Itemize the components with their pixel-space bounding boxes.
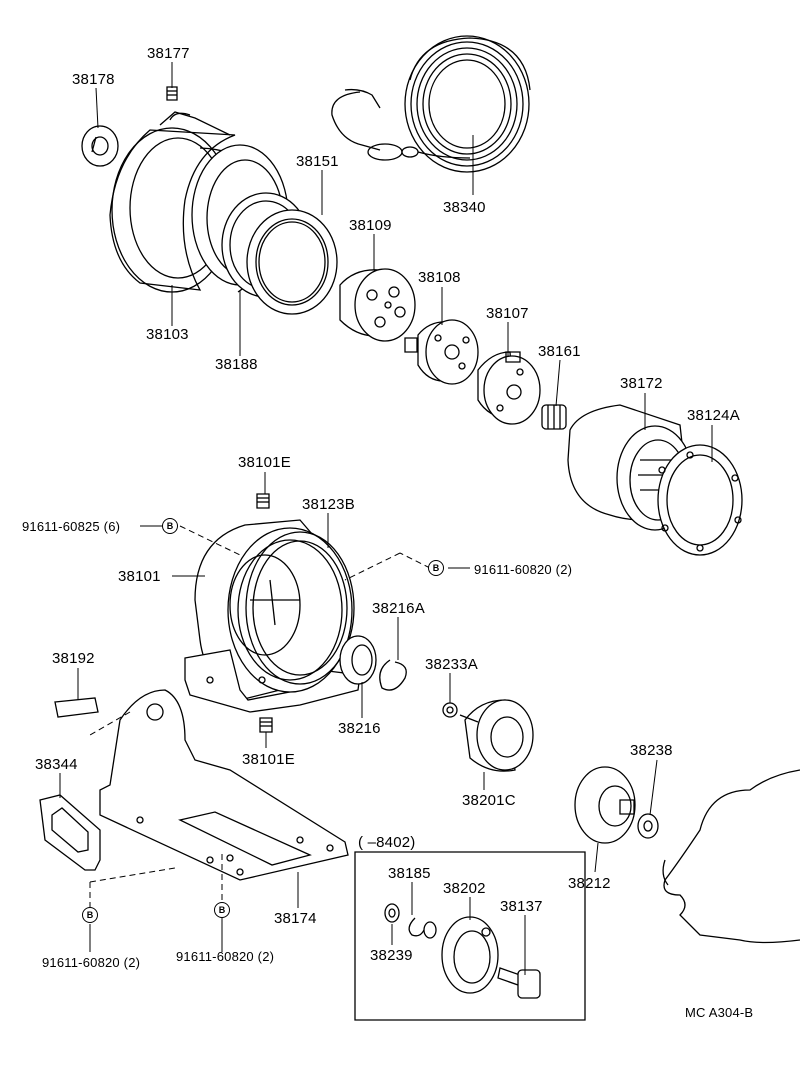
bolt-marker-b2: B	[428, 560, 444, 576]
part-38239-ring	[385, 904, 399, 922]
part-38107-gear	[478, 352, 540, 424]
label-38123B: 38123B	[302, 496, 355, 513]
part-38216A-snap-ring	[380, 660, 406, 690]
label-38239: 38239	[370, 947, 413, 964]
part-38238-ring	[638, 814, 658, 838]
label-38101E-top: 38101E	[238, 454, 291, 471]
label-38108: 38108	[418, 269, 461, 286]
label-38185: 38185	[388, 865, 431, 882]
part-38239-washer	[424, 922, 436, 938]
part-38151-seal	[247, 210, 337, 314]
label-38212: 38212	[568, 875, 611, 892]
part-38216-bearing	[340, 636, 376, 684]
label-38216A: 38216A	[372, 600, 425, 617]
label-38177: 38177	[147, 45, 190, 62]
label-38202: 38202	[443, 880, 486, 897]
label-38216: 38216	[338, 720, 381, 737]
label-bolt-91611-60820-mid: 91611-60820 (2)	[176, 949, 275, 964]
label-38161: 38161	[538, 343, 581, 360]
bolt-marker-b3: B	[82, 907, 98, 923]
inset-box	[355, 852, 585, 1020]
label-38101E-bottom: 38101E	[242, 751, 295, 768]
label-38103: 38103	[146, 326, 189, 343]
label-38192: 38192	[52, 650, 95, 667]
bolt-marker-b1: B	[162, 518, 178, 534]
bolt-marker-b4: B	[214, 902, 230, 918]
part-38178-retainer	[82, 126, 118, 166]
part-38123B-gasket	[246, 532, 354, 684]
label-38151: 38151	[296, 153, 339, 170]
label-bolt-91611-60820-right: 91611-60820 (2)	[474, 562, 573, 577]
label-38340: 38340	[443, 199, 486, 216]
part-38201C-flange	[460, 700, 533, 771]
label-38107: 38107	[486, 305, 529, 322]
label-38109: 38109	[349, 217, 392, 234]
part-38340-cable-hook	[332, 36, 530, 172]
label-38238: 38238	[630, 742, 673, 759]
part-38137-shaft	[498, 968, 540, 998]
part-38177-spring	[167, 87, 177, 100]
dashed-bolt-paths	[90, 526, 430, 908]
part-38101E-plug-top	[257, 494, 269, 508]
part-38202-disc	[442, 917, 498, 993]
part-38192-plate	[55, 698, 98, 717]
part-38108-gear	[405, 320, 478, 384]
part-38185-clip	[409, 918, 424, 936]
vehicle-outline	[663, 770, 800, 943]
label-38201C: 38201C	[462, 792, 516, 809]
label-bolt-91611-60825: 91611-60825 (6)	[22, 519, 121, 534]
label-38174: 38174	[274, 910, 317, 927]
part-38109-carrier	[340, 269, 415, 341]
part-38233A-nut	[443, 703, 457, 717]
leader-lines	[60, 62, 712, 975]
label-38188: 38188	[215, 356, 258, 373]
part-38124A-gasket	[658, 445, 742, 555]
label-38172: 38172	[620, 375, 663, 392]
label-38233A: 38233A	[425, 656, 478, 673]
label-38178: 38178	[72, 71, 115, 88]
label-38344: 38344	[35, 756, 78, 773]
label-38101: 38101	[118, 568, 161, 585]
label-bolt-91611-60820-left: 91611-60820 (2)	[42, 955, 141, 970]
label-38124A: 38124A	[687, 407, 740, 424]
part-38161-pinion	[542, 405, 566, 429]
figure-code: MC A304-B	[685, 1005, 754, 1020]
part-38344-plate	[40, 795, 100, 870]
label-38137: 38137	[500, 898, 543, 915]
part-38101E-plug-bottom	[260, 718, 272, 732]
part-38174-bracket	[100, 690, 348, 880]
inset-date-label: ( –8402)	[358, 834, 416, 851]
part-38212-cover	[575, 767, 635, 843]
